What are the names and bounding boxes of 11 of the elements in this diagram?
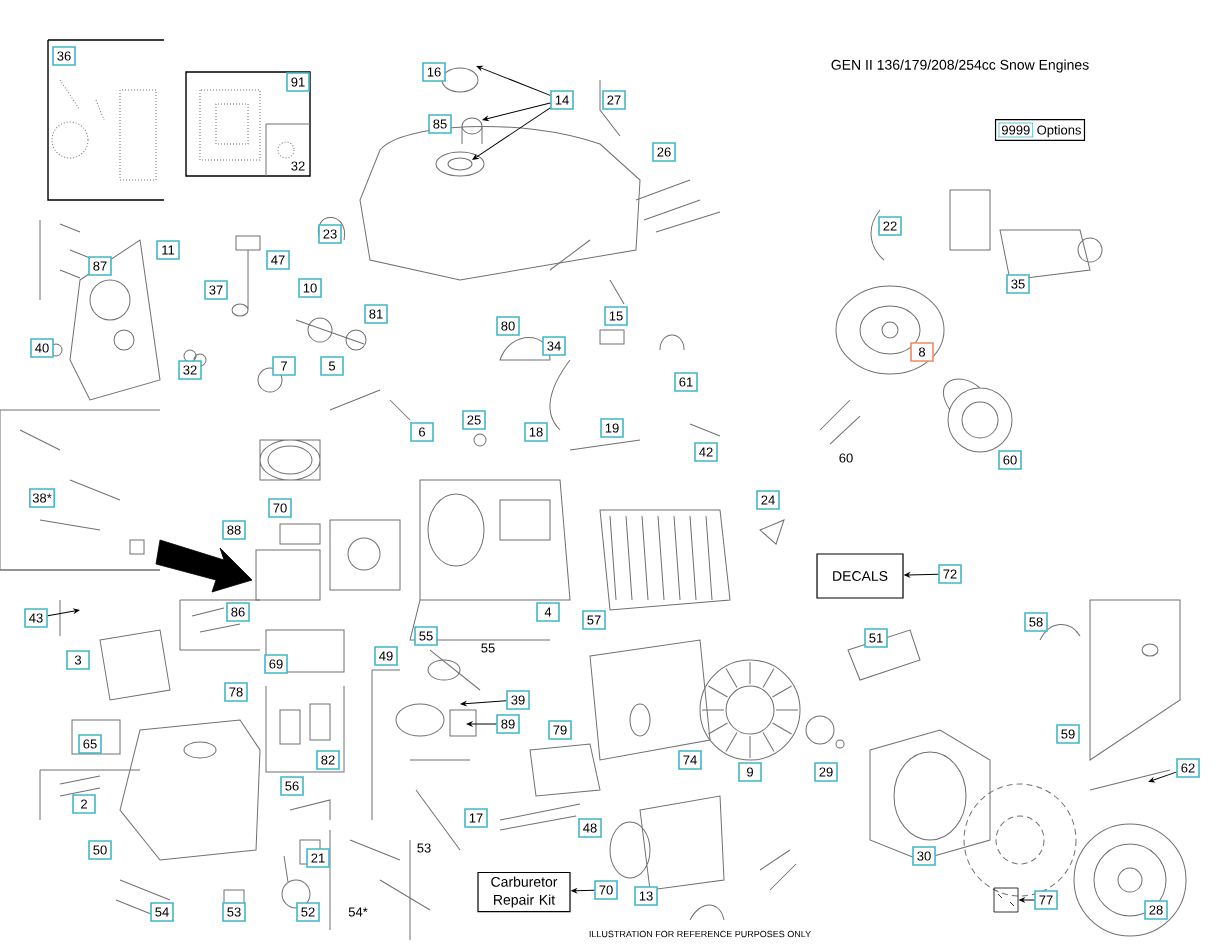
leader-line — [460, 700, 507, 706]
leader-line — [571, 888, 595, 894]
leader-line — [1019, 897, 1035, 903]
leader-line — [1148, 771, 1177, 783]
leader-line — [47, 608, 80, 617]
leader-line — [466, 721, 497, 727]
leader-line — [476, 65, 551, 96]
leader-line — [904, 572, 939, 578]
part-icon — [993, 887, 1019, 913]
leader-line — [472, 107, 551, 160]
leader-line — [482, 102, 551, 121]
